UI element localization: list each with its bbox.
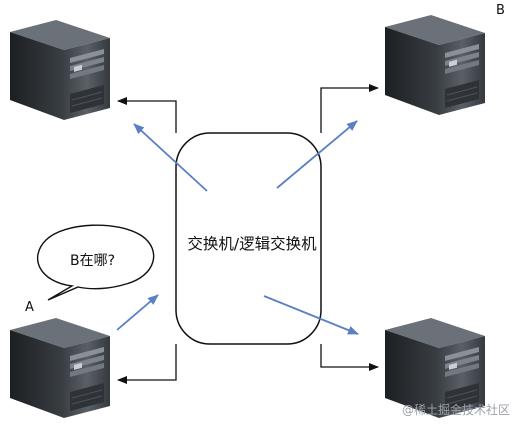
server-icon [9, 19, 111, 121]
arrow-to-server-bottom-right [320, 344, 379, 371]
blue-arrow-out-top-left [133, 123, 208, 192]
server-icon [384, 14, 486, 116]
arrow-to-server-top-left [117, 97, 177, 133]
node-label-b: B [496, 3, 505, 18]
blue-arrow-out-top-right [276, 120, 358, 189]
switch-box [175, 132, 322, 345]
arrow-to-server-bottom-left [117, 344, 177, 384]
blue-arrow-in-from-a [116, 294, 159, 331]
callout-text: B在哪? [70, 253, 116, 269]
speech-bubble-icon [36, 224, 155, 301]
server-icon [9, 317, 111, 419]
blue-arrow-out-bottom-right [263, 295, 359, 335]
arrow-to-server-top-right [320, 84, 379, 133]
watermark: @稀土掘金技术社区 [402, 403, 511, 417]
switch-label: 交换机/逻辑交换机 [187, 235, 317, 253]
node-label-a: A [25, 300, 34, 315]
